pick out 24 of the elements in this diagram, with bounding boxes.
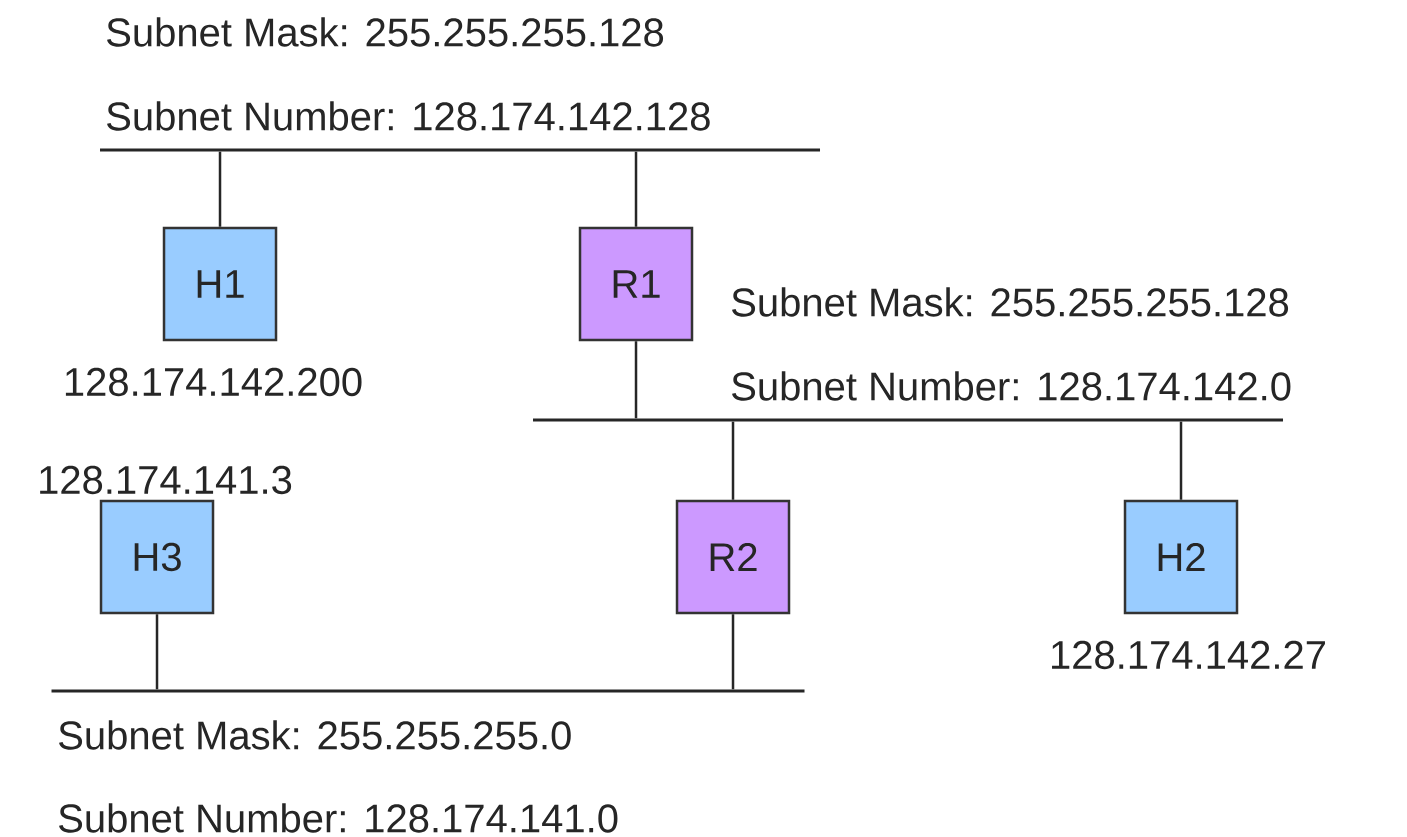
subnet-label: Subnet Mask: 255.255.255.128 [107,17,664,47]
device-box: H3 [99,499,215,615]
subnet-label: Subnet Number: 128.174.142.128 [107,101,710,131]
device-box: R2 [675,499,791,615]
device-box: H2 [1123,499,1239,615]
subnet-label: Subnet Number: 128.174.141.0 [59,803,618,833]
connector-line [731,614,735,690]
subnet-label: Subnet Number: 128.174.142.0 [732,371,1291,401]
connector-line [1179,421,1183,500]
subnet-label: Subnet Mask: 255.255.255.128 [732,287,1289,317]
device-box: R1 [578,226,694,342]
connector-line [731,421,735,500]
network-bus [51,689,805,693]
device-box: H1 [162,226,278,342]
subnet-label: Subnet Mask: 255.255.255.0 [59,720,571,750]
network-bus [533,418,1283,422]
address-label: 128.174.142.200 [65,367,362,397]
address-label: 128.174.142.27 [1052,640,1325,670]
address-label: 128.174.141.3 [40,465,292,495]
connector-line [155,614,159,690]
connector-line [634,341,638,419]
connector-line [218,151,222,227]
network-bus [100,148,820,152]
connector-line [634,151,638,227]
